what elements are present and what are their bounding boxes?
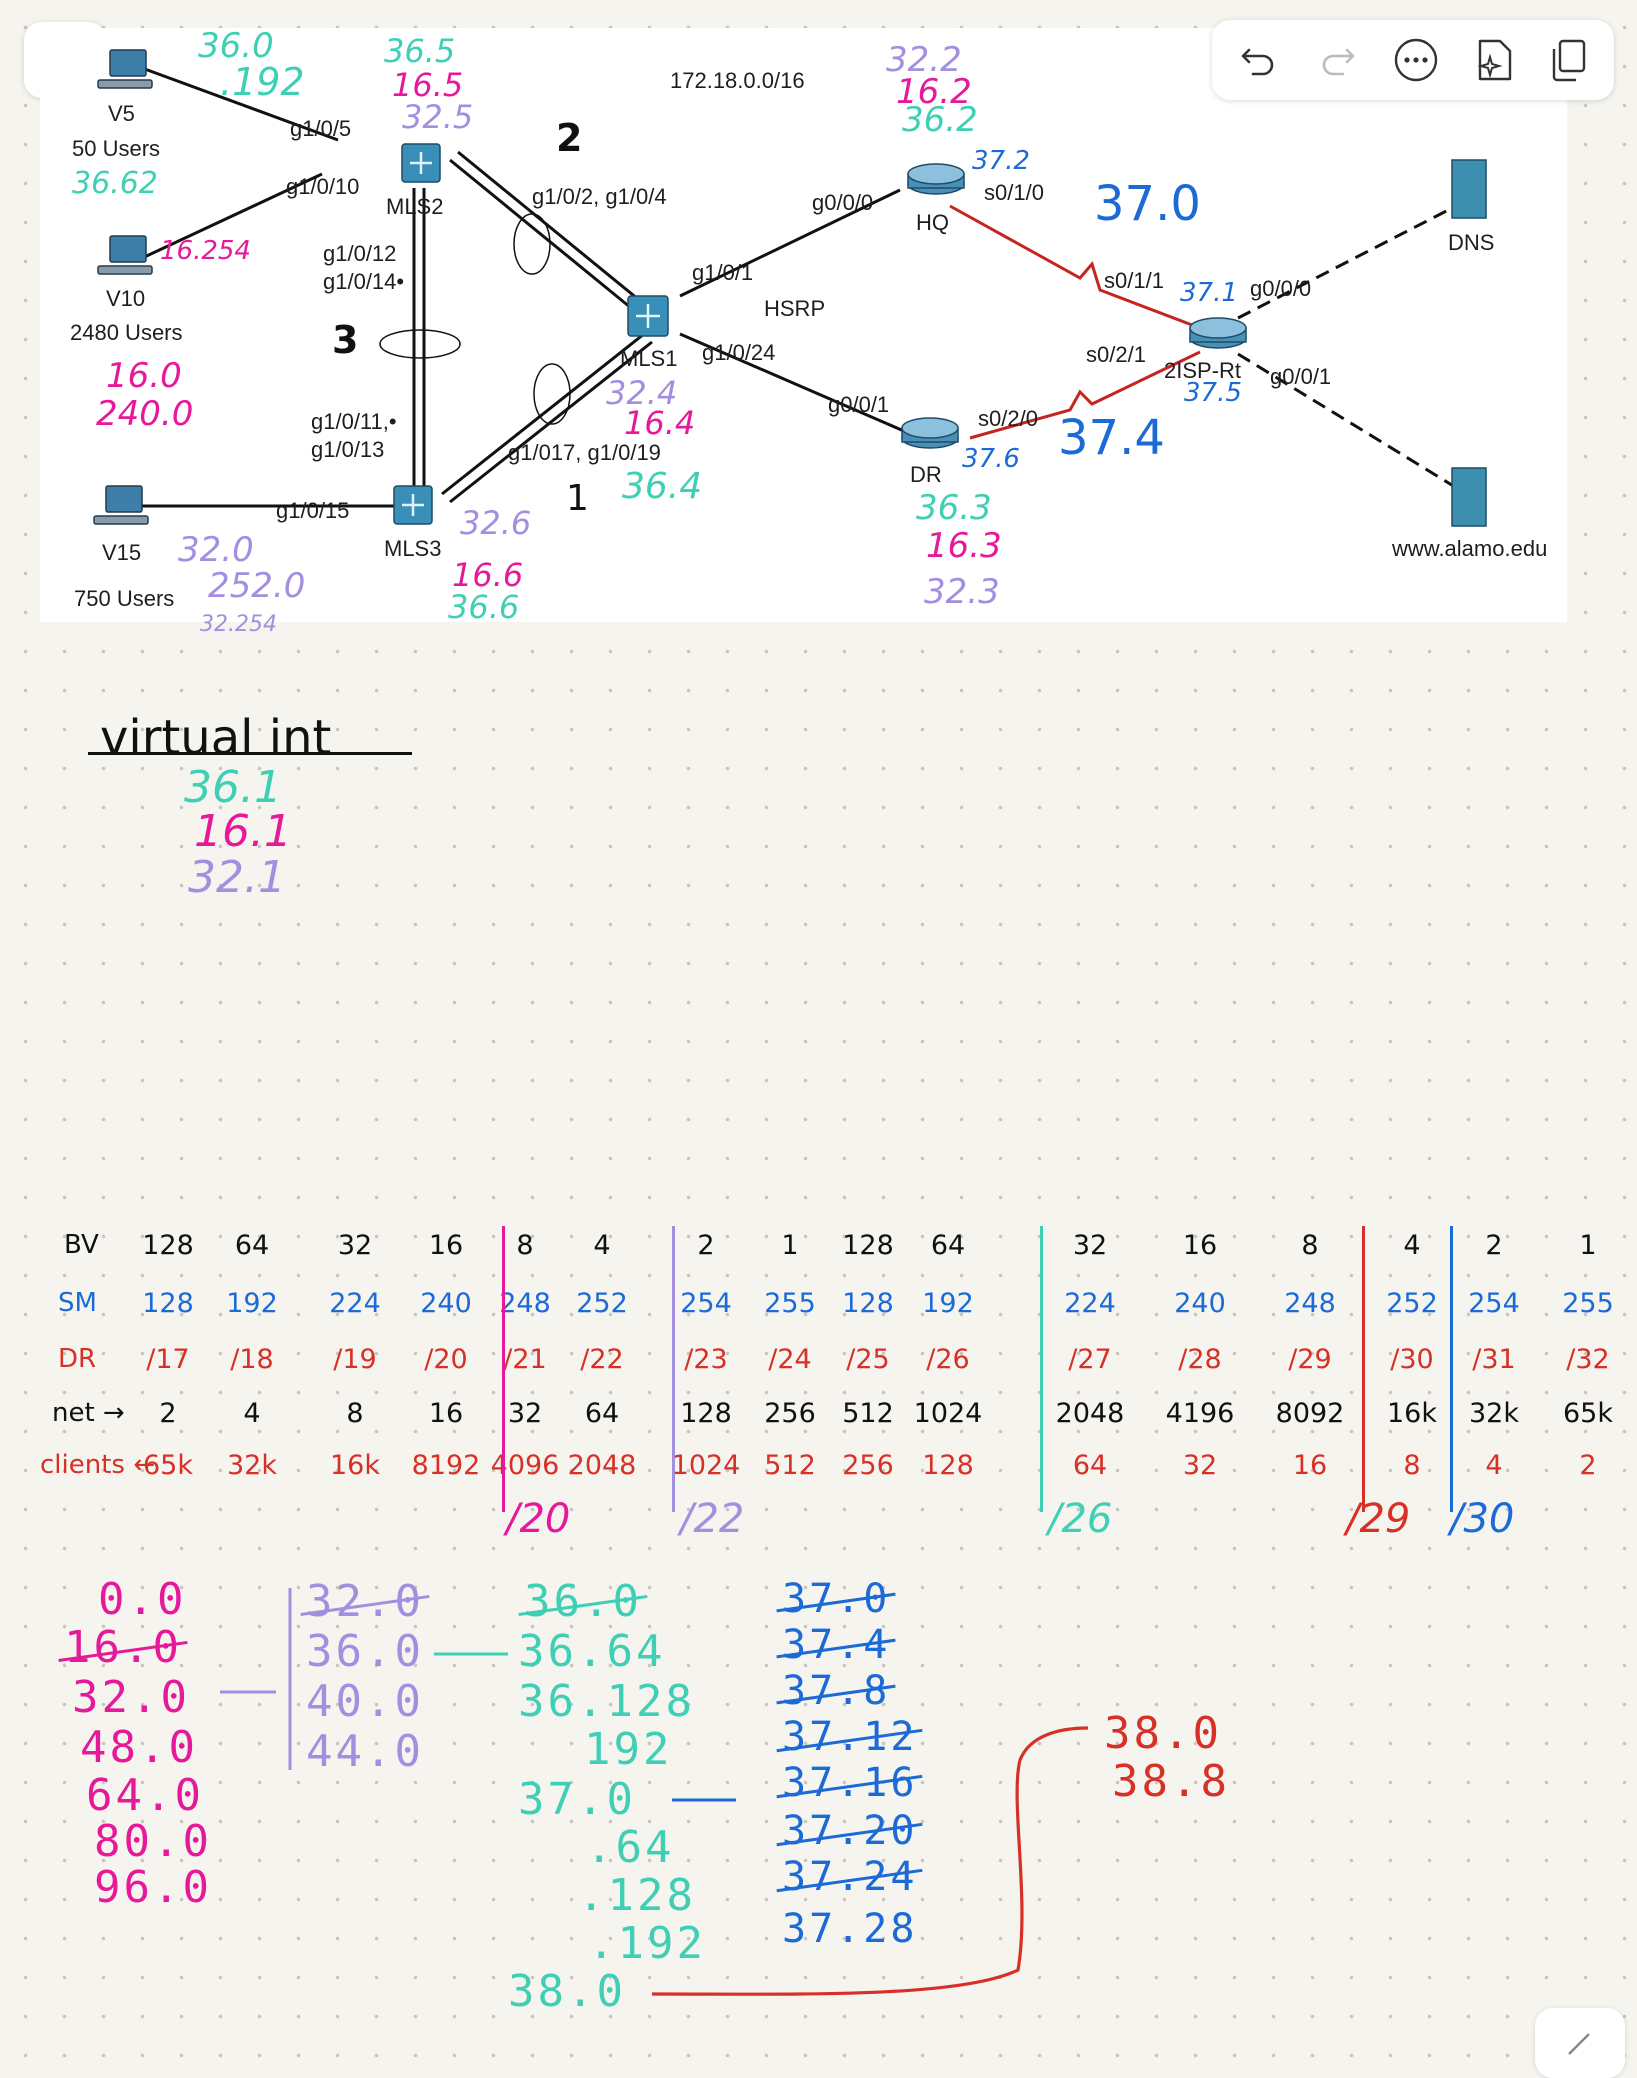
router-label-hq: HQ [916, 210, 949, 235]
users-label-v15: 750 Users [74, 586, 175, 611]
annotation: 32.254 [200, 612, 277, 637]
title-underline [88, 752, 412, 755]
network-diagram-image: V5 50 Users V10 2480 Users V15 750 Users… [40, 28, 1567, 622]
annotation: 37.4 [1058, 410, 1165, 466]
server-label-dns: DNS [1448, 230, 1495, 255]
pc-label-v5: V5 [108, 101, 135, 126]
annotation: 37.2 [972, 146, 1030, 176]
virtual-value: 32.1 [188, 852, 286, 903]
annotation: 36.62 [72, 166, 158, 201]
annotation: 16.254 [160, 236, 251, 266]
annotation: 37.5 [1184, 378, 1242, 408]
copy-pages-icon [1552, 39, 1586, 82]
toolbar [1212, 20, 1614, 100]
switch-label-mls2: MLS2 [386, 194, 444, 219]
annotation: 16.2 [896, 72, 972, 112]
annotation: 2 [556, 116, 583, 160]
annotation: 32.2 [886, 40, 962, 80]
virtual-value: 16.1 [194, 806, 292, 857]
redo-button[interactable] [1312, 34, 1364, 86]
virtual-value: 36.1 [184, 762, 282, 813]
pc-label-v15: V15 [102, 540, 142, 565]
annotation: 16.6 [452, 556, 524, 594]
annotation: 32.6 [460, 504, 532, 542]
port-label: g1/017, g1/0/19 [508, 440, 661, 465]
network-address-label: 172.18.0.0/16 [670, 68, 805, 93]
annotation: 37.0 [1094, 176, 1201, 232]
pc-icon [93, 49, 153, 525]
port-label: s0/2/0 [978, 406, 1038, 431]
more-options-icon [1394, 38, 1438, 82]
annotation: 36.0 [198, 26, 274, 66]
annotation: 16.5 [392, 66, 464, 104]
annotation: 16.4 [624, 404, 696, 442]
port-label: s0/1/0 [984, 180, 1044, 205]
server-label-www: www.alamo.edu [1392, 536, 1548, 561]
port-label: g1/0/1 [692, 260, 754, 285]
more-options-button[interactable] [1390, 34, 1442, 86]
switch-label-mls3: MLS3 [384, 536, 442, 561]
hsrp-label: HSRP [764, 296, 826, 321]
annotation: 32.4 [606, 374, 678, 412]
annotation: 252.0 [208, 566, 306, 606]
annotation: 37.1 [1180, 278, 1238, 308]
sparkle-document-icon [1477, 39, 1512, 81]
annotation: 240.0 [96, 394, 194, 434]
port-label: g1/0/12 g1/0/14• [323, 241, 405, 294]
annotation: 32.5 [402, 98, 474, 136]
users-label-v5: 50 Users [72, 136, 161, 161]
annotation: 16.0 [106, 356, 182, 396]
annotation: 36.6 [448, 588, 520, 626]
port-label: g0/0/1 [828, 392, 890, 417]
annotation: 16.3 [926, 526, 1002, 566]
port-label: g1/0/5 [290, 116, 352, 141]
port-label: g1/0/11,• g1/0/13 [311, 409, 397, 462]
port-label: g0/0/0 [812, 190, 874, 215]
annotation: 36.4 [622, 466, 703, 507]
annotation: 36.2 [902, 100, 978, 140]
port-label: g0/0/1 [1270, 364, 1332, 389]
annotation: 1 [566, 478, 589, 519]
switch-label-mls1: MLS1 [620, 346, 678, 371]
port-label: g1/0/2, g1/0/4 [532, 184, 667, 209]
annotation: .192 [220, 60, 305, 104]
annotation: 3 [332, 318, 359, 362]
users-label-v10: 2480 Users [70, 320, 183, 345]
annotation: 36.5 [384, 32, 456, 70]
pc-label-v10: V10 [106, 286, 146, 311]
port-label: g1/0/15 [276, 498, 350, 523]
virtual-int-title: virtual int [100, 710, 332, 766]
annotation: 37.6 [962, 444, 1020, 474]
pencil-tool-button[interactable] [1535, 2008, 1625, 2078]
port-label: s0/1/1 [1104, 268, 1164, 293]
redo-icon [1322, 48, 1355, 76]
annotation: 32.3 [924, 572, 1000, 612]
port-label: s0/2/1 [1086, 342, 1146, 367]
annotation: 36.3 [916, 488, 992, 528]
router-label-dr: DR [910, 462, 942, 487]
undo-icon [1241, 48, 1274, 76]
port-label: g0/0/0 [1250, 276, 1312, 301]
pencil-icon [1568, 2033, 1590, 2055]
pages-button[interactable] [1542, 34, 1594, 86]
port-label: g1/0/24 [702, 340, 776, 365]
annotation: 32.0 [178, 530, 254, 570]
ai-assist-button[interactable] [1468, 34, 1520, 86]
undo-button[interactable] [1232, 34, 1284, 86]
router-label-isp: 2ISP-Rt [1164, 358, 1242, 383]
port-label: g1/0/10 [286, 174, 360, 199]
